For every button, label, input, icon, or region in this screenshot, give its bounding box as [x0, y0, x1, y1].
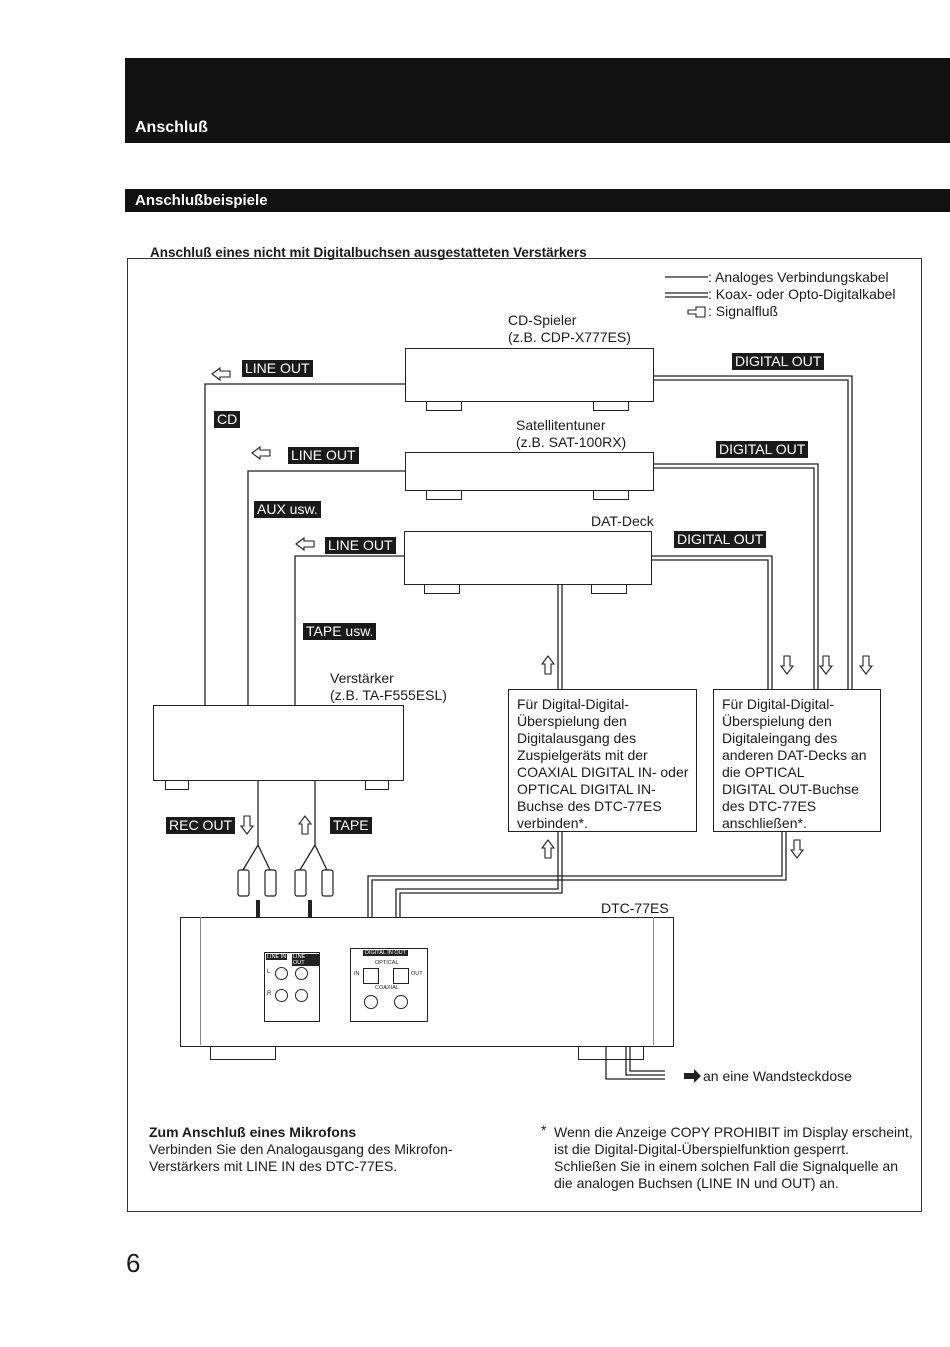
section-header-bar: Anschlußbeispiele: [125, 189, 950, 212]
tuner-name: Satellitentuner: [516, 417, 606, 433]
cd-player-device: [405, 348, 654, 402]
chapter-header-bar: Anschluß: [125, 58, 950, 143]
amp-cd-input-tag: CD: [214, 411, 241, 428]
copy-line-1: Wenn die Anzeige COPY PROHIBIT im Displa…: [554, 1124, 913, 1140]
dat-deck-device: [404, 531, 652, 585]
dtc-foot-left: [210, 1046, 276, 1060]
note-digital-out-source: Für Digital-Digital- Überspielung den Di…: [508, 689, 697, 832]
amp-tape-input-tag: TAPE usw.: [303, 623, 377, 640]
diagram-frame: [127, 258, 922, 1212]
cd-foot-right: [593, 401, 629, 411]
cd-player-model: (z.B. CDP-X777ES): [508, 329, 631, 345]
dtc-inner-frame: [200, 917, 654, 1045]
tuner-line-out-tag: LINE OUT: [288, 447, 359, 464]
cd-foot-left: [426, 401, 462, 411]
page-number: 6: [126, 1248, 141, 1278]
copy-line-4: die analogen Buchsen (LINE IN und OUT) a…: [554, 1175, 839, 1191]
panel-label-line-out: LINE OUT: [292, 954, 319, 966]
cd-line-out-tag: LINE OUT: [242, 360, 313, 377]
amp-name: Verstärker: [330, 670, 394, 686]
panel-label-digital: DIGITAL IN OUT: [363, 950, 408, 956]
line-out-l-jack[interactable]: [295, 967, 308, 980]
plug-arrow-icon: [684, 1069, 701, 1083]
arrow-left-icon: [211, 366, 231, 382]
tuner-foot-right: [593, 490, 629, 500]
coaxial-in-jack[interactable]: [364, 995, 378, 1009]
tuner-digital-out-tag: DIGITAL OUT: [716, 441, 809, 458]
amp-foot-left: [165, 780, 189, 790]
panel-label-line-in: LINE IN: [266, 954, 288, 960]
cd-player-name: CD-Spieler: [508, 312, 577, 328]
dtc-foot-right: [578, 1046, 644, 1060]
tuner-model: (z.B. SAT-100RX): [516, 434, 627, 450]
coaxial-out-jack[interactable]: [394, 995, 408, 1009]
legend-digital: : Koax- oder Opto-Digitalkabel: [708, 286, 896, 302]
dat-foot-right: [591, 584, 627, 594]
amp-tape-tag: TAPE: [330, 817, 372, 834]
panel-label-optical: OPTICAL: [375, 960, 399, 966]
optical-out-jack[interactable]: [393, 968, 409, 984]
dat-deck-name: DAT-Deck: [591, 513, 654, 529]
legend-analog: : Analoges Verbindungskabel: [708, 269, 889, 285]
tuner-foot-left: [426, 490, 462, 500]
mic-line-1: Verbinden Sie den Analogausgang des Mikr…: [149, 1141, 453, 1157]
amp-rec-out-tag: REC OUT: [166, 817, 235, 834]
wall-outlet-label: an eine Wandsteckdose: [703, 1068, 852, 1084]
panel-label-out: OUT: [411, 971, 423, 977]
line-out-r-jack[interactable]: [295, 989, 308, 1002]
cd-digital-out-tag: DIGITAL OUT: [732, 353, 825, 370]
footnote-asterisk: *: [541, 1122, 547, 1138]
tuner-device: [405, 452, 654, 491]
legend-signal: : Signalfluß: [708, 303, 779, 319]
mic-title: Zum Anschluß eines Mikrofons: [149, 1124, 357, 1140]
panel-label-r: R: [267, 991, 272, 997]
digital-panel: DIGITAL IN OUT OPTICAL COAXIAL IN OUT: [350, 948, 428, 1022]
legend-symbols: [665, 276, 708, 318]
amplifier-device: [153, 705, 404, 781]
mic-line-2: Verstärkers mit LINE IN des DTC-77ES.: [149, 1158, 398, 1174]
chapter-title: Anschluß: [135, 119, 208, 136]
dat-line-out-tag: LINE OUT: [325, 537, 396, 554]
section-title: Anschlußbeispiele: [135, 192, 268, 209]
panel-label-in: IN: [354, 971, 360, 977]
copy-line-2: ist die Digital-Digital-Überspielfunktio…: [554, 1141, 849, 1157]
panel-label-coaxial: COAXIAL: [375, 985, 399, 991]
amp-model: (z.B. TA-F555ESL): [330, 687, 447, 703]
amp-foot-right: [365, 780, 389, 790]
note-digital-in-dat: Für Digital-Digital- Überspielung den Di…: [713, 689, 881, 832]
optical-in-jack[interactable]: [363, 968, 379, 984]
dat-foot-left: [424, 584, 460, 594]
dat-digital-out-tag: DIGITAL OUT: [674, 531, 767, 548]
amp-aux-input-tag: AUX usw.: [254, 501, 321, 518]
copy-line-3: Schließen Sie in einem solchen Fall die …: [554, 1158, 898, 1174]
analog-panel: LINE IN LINE OUT L R: [264, 952, 320, 1022]
line-in-l-jack[interactable]: [275, 967, 288, 980]
dtc-name: DTC-77ES: [601, 900, 669, 916]
line-in-r-jack[interactable]: [275, 989, 288, 1002]
diagram-heading: Anschluß eines nicht mit Digitalbuchsen …: [150, 245, 587, 260]
panel-label-l: L: [267, 969, 271, 975]
